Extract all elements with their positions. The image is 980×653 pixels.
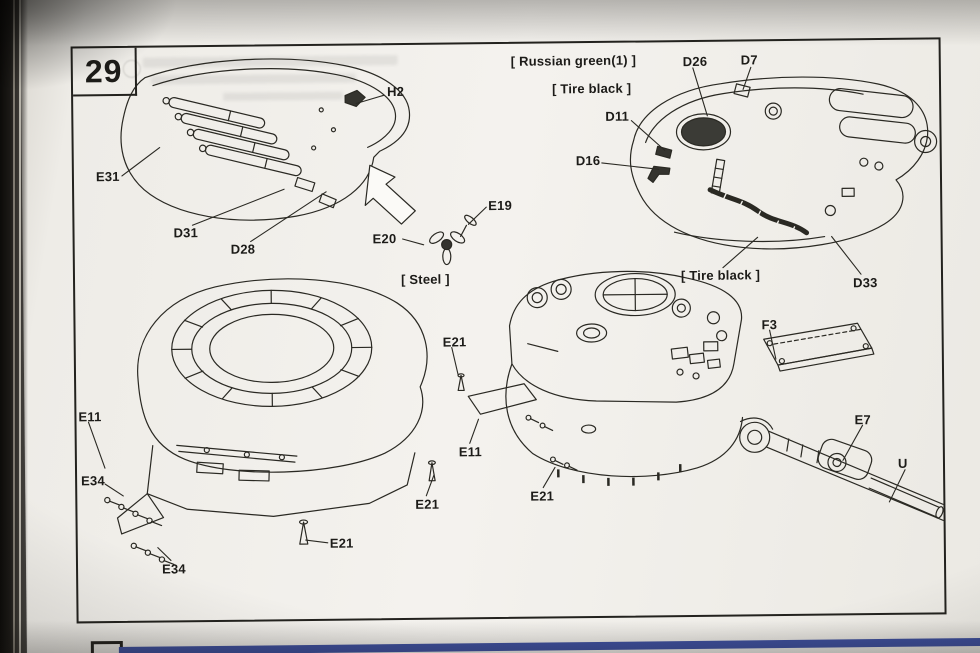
label-e34-lower: E34: [161, 561, 186, 577]
label-d7: D7: [740, 52, 758, 68]
label-e21-center: E21: [530, 488, 555, 504]
label-d11: D11: [605, 108, 630, 124]
label-e34-upper: E34: [81, 473, 105, 489]
e34-screws: [104, 496, 175, 566]
label-f3: F3: [761, 317, 778, 333]
fan-part-diagram: [429, 214, 477, 266]
turret-ring-diagram: [104, 278, 465, 566]
label-d31: D31: [173, 225, 199, 241]
bottom-blue-bar: [118, 637, 980, 653]
page-edge-highlight: [19, 0, 21, 653]
hull-interior-diagram: [629, 76, 938, 250]
label-e20: E20: [372, 231, 397, 247]
label-e7: E7: [854, 412, 871, 428]
label-u: U: [897, 455, 908, 471]
label-paint-tire-black-top: [ Tire black ]: [551, 80, 632, 97]
label-e31: E31: [95, 168, 120, 185]
leader-lines: [87, 66, 906, 562]
assembly-diagram: [87, 58, 945, 566]
label-d28: D28: [230, 241, 256, 257]
page-edge-highlight: [13, 0, 15, 653]
ammo-rack-diagram: [120, 58, 416, 225]
label-e21-top: E21: [442, 334, 467, 350]
label-e21-mid: E21: [415, 496, 440, 512]
e21-pins: [298, 373, 465, 545]
label-d26: D26: [682, 53, 708, 70]
book-spine: [0, 0, 28, 653]
step-number-cell: 29: [72, 47, 138, 97]
turret-gun-diagram: [467, 270, 945, 522]
label-paint-steel: [ Steel ]: [400, 271, 450, 288]
label-paint-russian-green: [ Russian green(1) ]: [510, 52, 637, 69]
label-d33: D33: [853, 275, 878, 291]
label-d16: D16: [575, 152, 601, 169]
label-e11-mid: E11: [458, 444, 482, 460]
step-number: 29: [84, 52, 123, 90]
manual-page: H2 E31 D31 D28 E20 E19 [ Steel ] [ Russi…: [20, 0, 980, 653]
step-29-panel: H2 E31 D31 D28 E20 E19 [ Steel ] [ Russi…: [70, 37, 947, 624]
label-e19: E19: [488, 197, 513, 214]
label-e21-bottom: E21: [329, 535, 354, 551]
label-e11-left: E11: [78, 409, 102, 425]
label-paint-tire-black-bottom: [ Tire black ]: [680, 267, 761, 284]
label-h2: H2: [386, 83, 405, 100]
